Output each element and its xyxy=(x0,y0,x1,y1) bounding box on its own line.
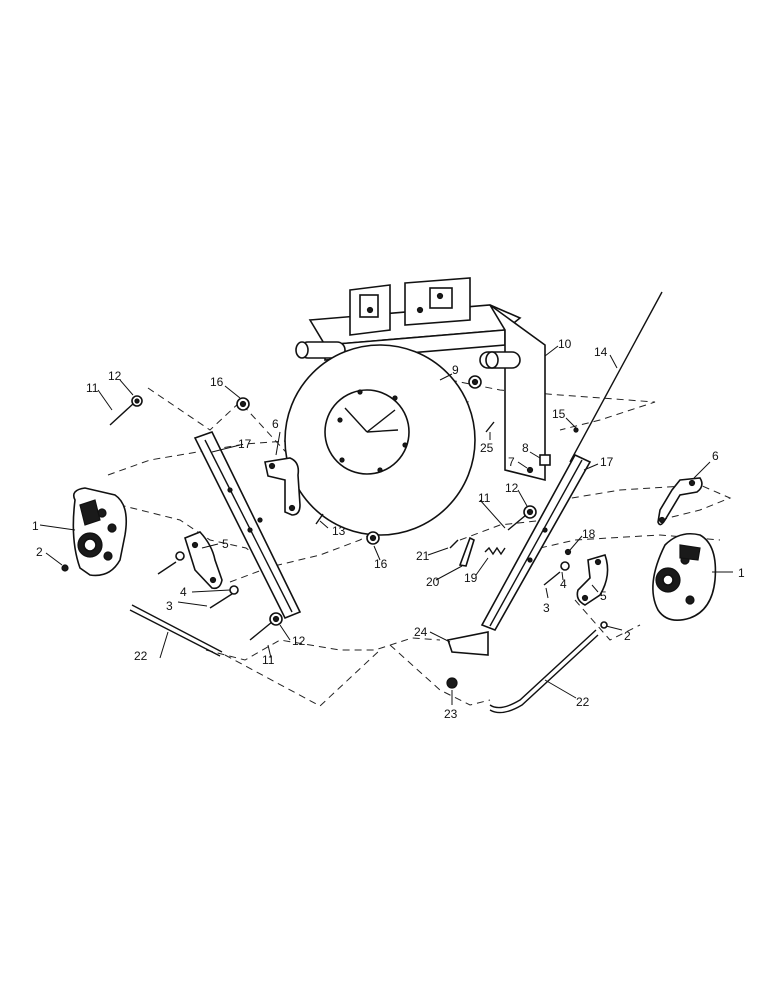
callout-14: 14 xyxy=(594,345,608,359)
callout-12-right: 12 xyxy=(505,481,519,495)
callout-7: 7 xyxy=(508,455,515,469)
callout-3-left: 3 xyxy=(166,599,173,613)
callout-21: 21 xyxy=(416,549,430,563)
callout-25: 25 xyxy=(480,441,494,455)
callout-4-right: 4 xyxy=(560,577,567,591)
callout-17-right: 17 xyxy=(600,455,614,469)
callout-16-upper: 16 xyxy=(210,375,224,389)
cable xyxy=(569,291,663,463)
callout-12-lower-left: 12 xyxy=(292,634,306,648)
callout-15: 15 xyxy=(552,407,566,421)
callout-6-right: 6 xyxy=(712,449,719,463)
callout-11-right: 11 xyxy=(478,491,491,505)
callout-11-lower-left: 11 xyxy=(262,653,275,667)
callout-5-left: 5 xyxy=(222,537,229,551)
hub-assembly-right xyxy=(652,532,717,621)
hub-assembly-left xyxy=(72,487,128,577)
bar-left xyxy=(193,431,302,620)
link-left xyxy=(264,457,301,516)
callout-3-right: 3 xyxy=(543,601,550,615)
callout-4-left: 4 xyxy=(180,585,187,599)
callout-5-right: 5 xyxy=(600,589,607,603)
callout-22-left: 22 xyxy=(134,649,148,663)
callout-24: 24 xyxy=(414,625,428,639)
callout-10: 10 xyxy=(558,337,572,351)
callout-18: 18 xyxy=(582,527,596,541)
callout-12-upper-left: 12 xyxy=(108,369,122,383)
callout-6-left: 6 xyxy=(272,417,279,431)
bracket-right xyxy=(576,554,609,606)
callout-22-right: 22 xyxy=(576,695,590,709)
callout-17-left: 17 xyxy=(238,437,252,451)
hardware xyxy=(61,375,608,714)
callout-13: 13 xyxy=(332,524,346,538)
link-right xyxy=(657,477,703,526)
callout-11-upper-left: 11 xyxy=(86,381,99,395)
callout-19: 19 xyxy=(464,571,478,585)
callout-2-right: 2 xyxy=(624,629,631,643)
disc xyxy=(284,344,476,536)
callout-2-left: 2 xyxy=(36,545,43,559)
callout-23: 23 xyxy=(444,707,458,721)
callout-9: 9 xyxy=(452,363,459,377)
callout-1-left: 1 xyxy=(32,519,39,533)
callout-8: 8 xyxy=(522,441,529,455)
bar-right xyxy=(480,453,592,631)
callout-labels: 1 1 2 2 3 3 4 4 5 5 6 6 7 8 9 10 11 11 1… xyxy=(32,337,745,721)
leader-lines xyxy=(39,345,733,705)
bracket-left xyxy=(184,531,223,590)
callout-20: 20 xyxy=(426,575,440,589)
callout-1-right: 1 xyxy=(738,566,745,580)
callout-16-lower: 16 xyxy=(374,557,388,571)
